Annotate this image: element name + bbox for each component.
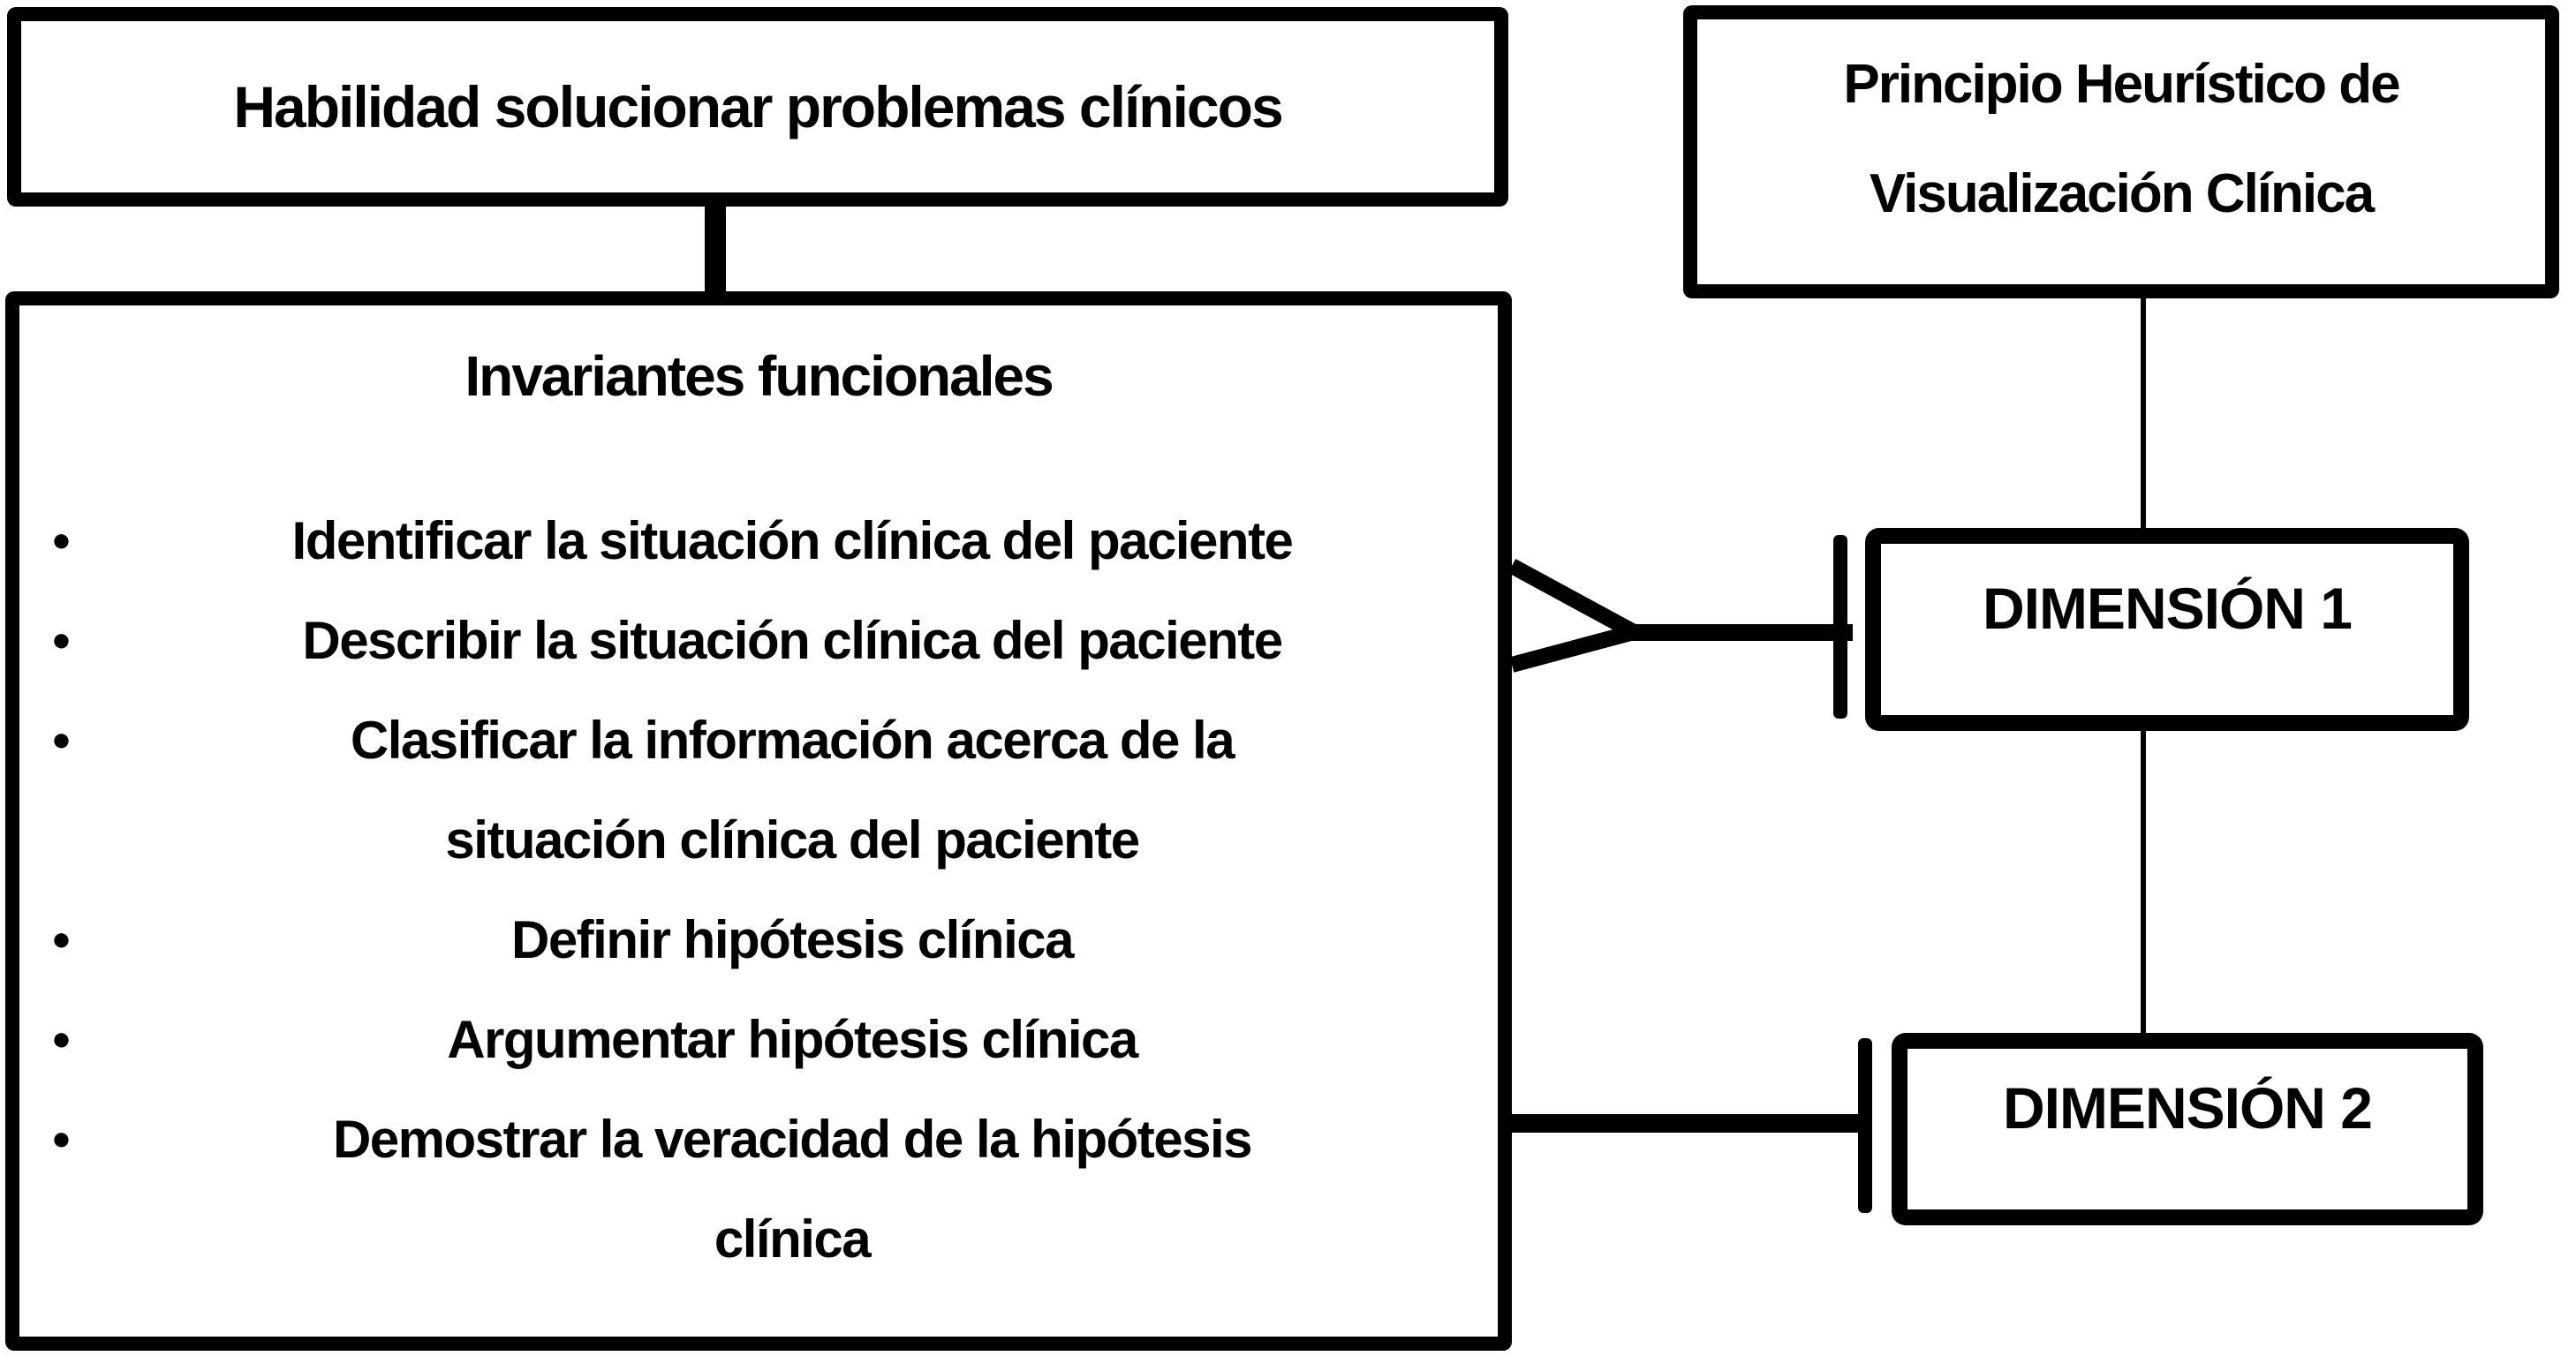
dimension2-label: DIMENSIÓN 2: [2002, 1075, 2373, 1141]
habilidad-label: Habilidad solucionar problemas clínicos: [233, 74, 1283, 139]
bullet-item-demostrar: ● Demostrar la veracidad de la hipótesis…: [51, 1089, 1471, 1289]
dimension1-box: DIMENSIÓN 1: [1865, 528, 2469, 731]
principio-label-line1: Principio Heurístico de: [1843, 54, 2400, 115]
invariantes-box: Invariantes funcionales ● Identificar la…: [5, 291, 1512, 1351]
tee-terminator-dimension2: [1858, 1038, 1872, 1213]
bullet-text: Definir hipótesis clínica: [510, 910, 1075, 969]
bullet-item-definir: ● Definir hipótesis clínica: [51, 890, 1471, 990]
bullet-text: Identificar la situación clínica del pac…: [291, 511, 1294, 570]
principio-label-line2: Visualización Clínica: [1869, 163, 2375, 224]
dimension1-label: DIMENSIÓN 1: [1982, 576, 2353, 641]
bullet-dot-icon: ●: [51, 622, 72, 659]
tee-terminator-dimension1: [1833, 535, 1847, 719]
connector-invariantes-to-dimension2: [1503, 1114, 1862, 1133]
invariantes-title: Invariantes funcionales: [465, 344, 1054, 408]
bullet-dot-icon: ●: [51, 921, 72, 958]
fork-lower-diagonal: [1509, 624, 1637, 673]
connector-fork-to-dimension1: [1628, 624, 1853, 641]
connector-habilidad-to-invariantes: [705, 203, 726, 295]
bullet-text: Describir la situación clínica del pacie…: [302, 611, 1283, 670]
bullet-text: Demostrar la veracidad de la hipótesis: [332, 1110, 1253, 1169]
bullet-text: clínica: [714, 1209, 872, 1269]
dimension2-box: DIMENSIÓN 2: [1892, 1033, 2483, 1225]
invariantes-bullet-list: ● Identificar la situación clínica del p…: [51, 491, 1471, 1289]
habilidad-box: Habilidad solucionar problemas clínicos: [7, 7, 1508, 207]
bullet-text: Argumentar hipótesis clínica: [447, 1010, 1138, 1069]
bullet-item-describir: ● Describir la situación clínica del pac…: [51, 591, 1471, 690]
bullet-item-identificar: ● Identificar la situación clínica del p…: [51, 491, 1471, 591]
principio-label: Principio Heurístico de Visualización Cl…: [1843, 30, 2400, 249]
bullet-text: situación clínica del paciente: [445, 810, 1140, 870]
bullet-item-clasificar: ● Clasificar la información acerca de la…: [51, 690, 1471, 890]
bullet-text: Clasificar la información acerca de la: [350, 711, 1235, 770]
bullet-dot-icon: ●: [51, 721, 72, 758]
bullet-dot-icon: ●: [51, 1120, 72, 1157]
bullet-dot-icon: ●: [51, 1021, 72, 1058]
principio-box: Principio Heurístico de Visualización Cl…: [1683, 5, 2559, 298]
bullet-item-argumentar: ● Argumentar hipótesis clínica: [51, 990, 1471, 1089]
bullet-dot-icon: ●: [51, 522, 72, 559]
